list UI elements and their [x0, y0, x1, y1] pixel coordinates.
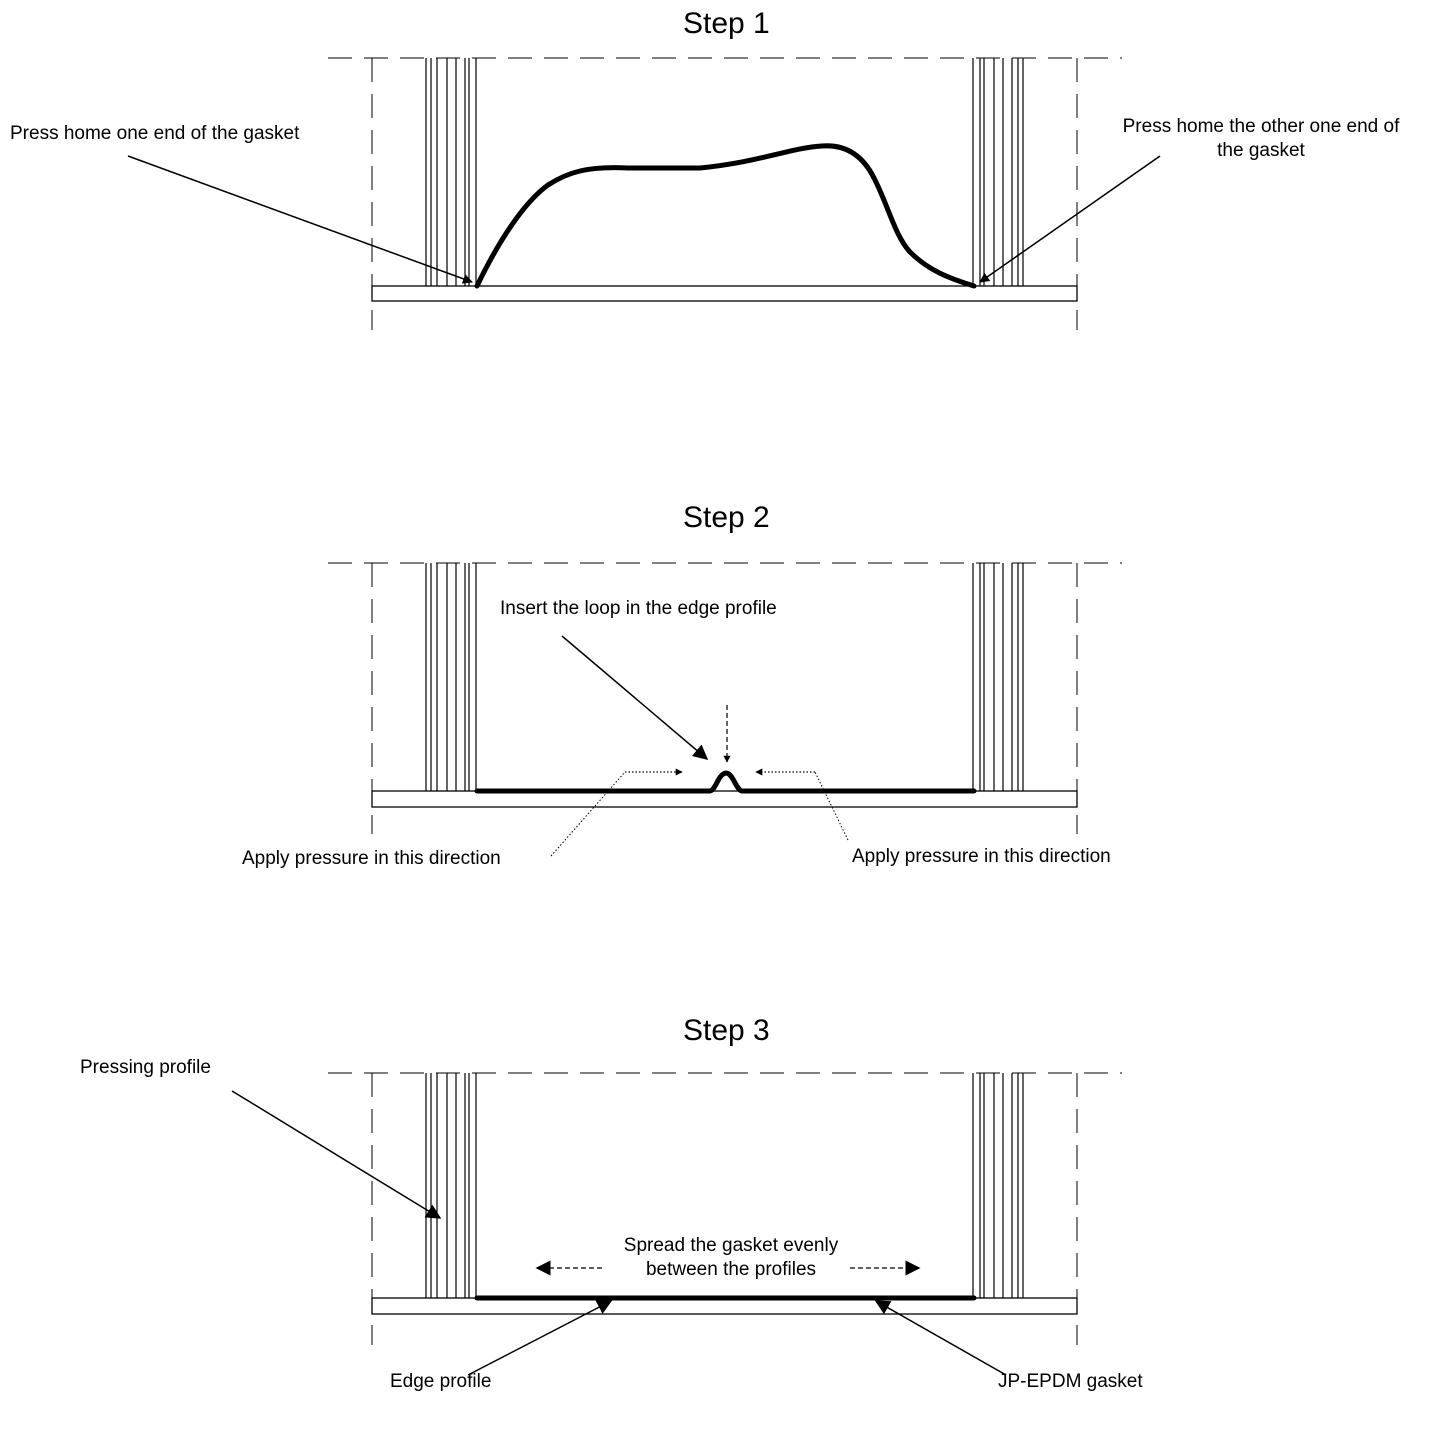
label-spread-gasket-line2: between the profiles	[645, 1259, 817, 1280]
label-pressing-profile: Pressing profile	[80, 1057, 211, 1078]
pressing-profile-right	[972, 58, 1024, 286]
label-press-other-end-line1: Press home the other one end of	[1122, 116, 1400, 137]
pressing-profile-right	[972, 563, 1024, 791]
step-1-panel	[127, 57, 1161, 330]
label-press-other-end-line2: the gasket	[1217, 140, 1305, 161]
label-press-other-end: Press home the other one end of the gask…	[1096, 115, 1426, 163]
label-jp-epdm-gasket: JP-EPDM gasket	[998, 1371, 1143, 1392]
label-edge-profile: Edge profile	[390, 1371, 492, 1392]
label-apply-pressure-right: Apply pressure in this direction	[852, 846, 1111, 867]
pressing-profile-right	[972, 1073, 1024, 1298]
arrow-left-end	[127, 155, 473, 284]
pressing-profile-left	[425, 58, 477, 286]
label-insert-loop: Insert the loop in the edge profile	[500, 598, 777, 619]
step-3-title: Step 3	[683, 1014, 770, 1047]
step-2-title: Step 2	[683, 501, 770, 534]
arrow-insert-loop	[561, 635, 709, 760]
label-spread-gasket: Spread the gasket evenly between the pro…	[581, 1234, 881, 1282]
pressing-profile-left	[425, 1073, 477, 1298]
edge-profile	[371, 285, 1078, 302]
frame-outline	[328, 562, 1122, 834]
label-spread-gasket-line1: Spread the gasket evenly	[623, 1235, 839, 1256]
step-3-panel	[231, 1072, 1122, 1376]
arrow-gasket	[874, 1300, 1007, 1376]
label-apply-pressure-left: Apply pressure in this direction	[242, 848, 501, 869]
edge-profile	[371, 790, 1078, 808]
leader-left	[550, 771, 626, 857]
arrow-edge-profile	[467, 1300, 613, 1376]
arrow-right-end	[979, 155, 1161, 283]
step-1-title: Step 1	[683, 7, 770, 40]
label-press-one-end: Press home one end of the gasket	[10, 123, 300, 144]
gasket-with-loop	[474, 770, 977, 794]
gasket-curve	[474, 143, 977, 289]
pressing-profile-left	[425, 563, 477, 791]
arrow-pressing-profile	[231, 1090, 442, 1219]
frame-outline	[328, 57, 1122, 330]
step-2-panel	[328, 562, 1122, 857]
